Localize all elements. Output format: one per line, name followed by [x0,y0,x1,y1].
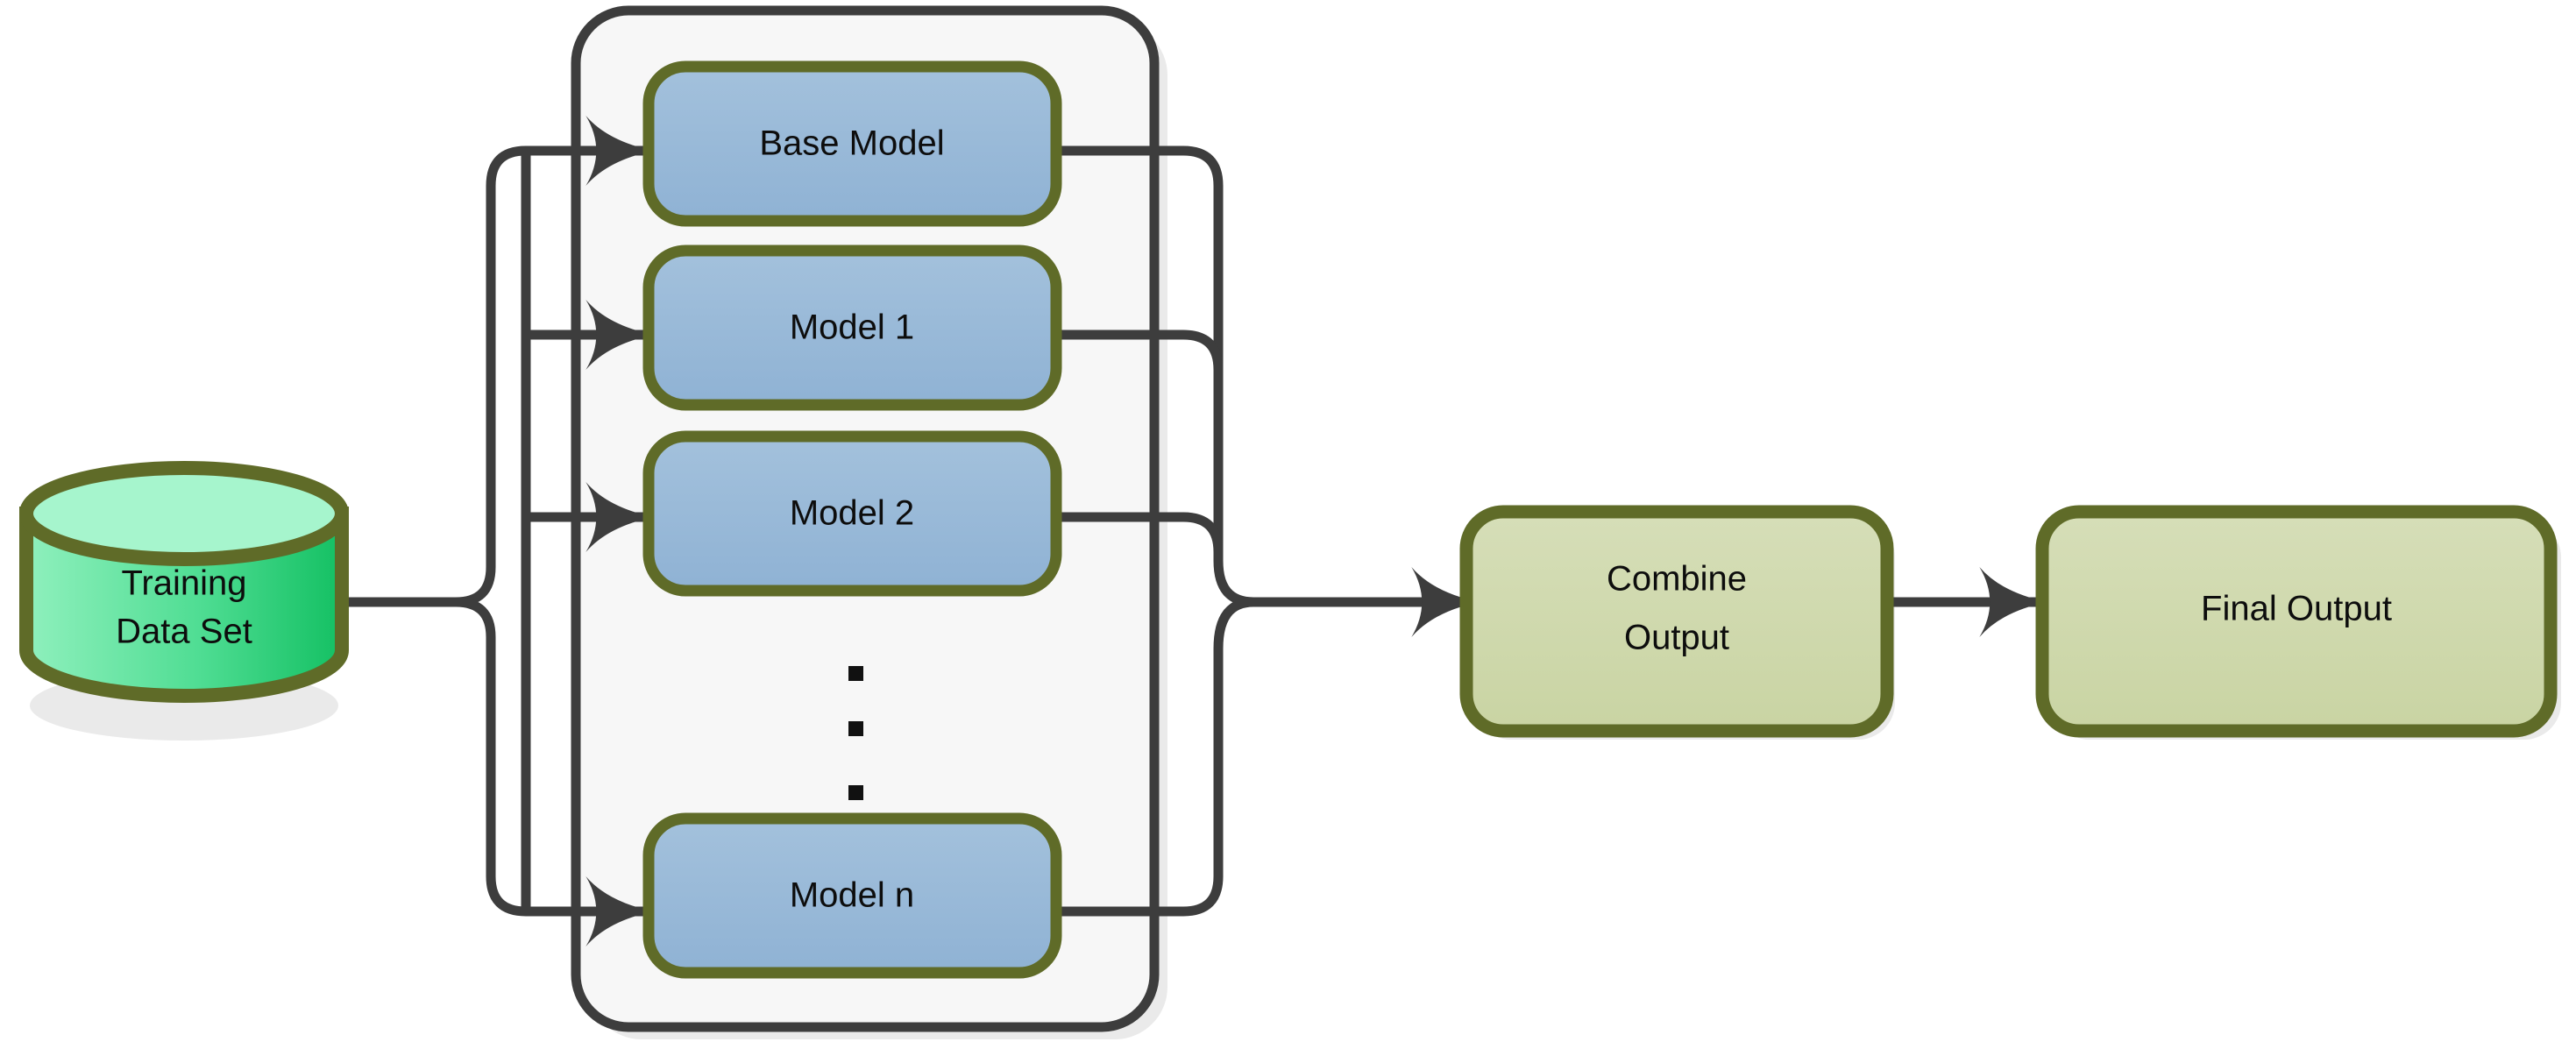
combine-output-box [1459,505,1894,738]
ellipsis-dot [848,721,863,736]
training-data-set[interactable]: Training Data Set [19,461,349,703]
model-model-2[interactable]: Model 2 [642,430,1062,597]
ellipsis-dot [848,666,863,681]
model-model-n[interactable]: Model n [642,812,1062,979]
model-box [642,245,1062,411]
combine-output[interactable]: Combine Output [1459,505,1894,738]
model-box [642,430,1062,597]
connector-trunk-upper [455,145,527,607]
model-model-1[interactable]: Model 1 [642,245,1062,411]
model-box [642,60,1062,227]
connector-layer [321,115,2047,947]
connector-model-n-to-merge [1056,649,1224,917]
cylinder-top [19,461,349,566]
connector-trunk-lower [455,597,527,917]
connector-model-2-to-merge [1056,512,1224,561]
ellipsis-dot [848,785,863,800]
connector-merge-to-combine [1213,560,1480,638]
vertical-ellipsis [848,666,863,800]
model-box [642,812,1062,979]
final-output-box [2035,505,2558,738]
connector-base-model-to-merge [1056,145,1224,561]
final-output[interactable]: Final Output [2035,505,2558,738]
model-base-model[interactable]: Base Model [642,60,1062,227]
connector-merge-lower-elbow [1213,597,1254,649]
connector-model-1-to-merge [1056,330,1224,561]
